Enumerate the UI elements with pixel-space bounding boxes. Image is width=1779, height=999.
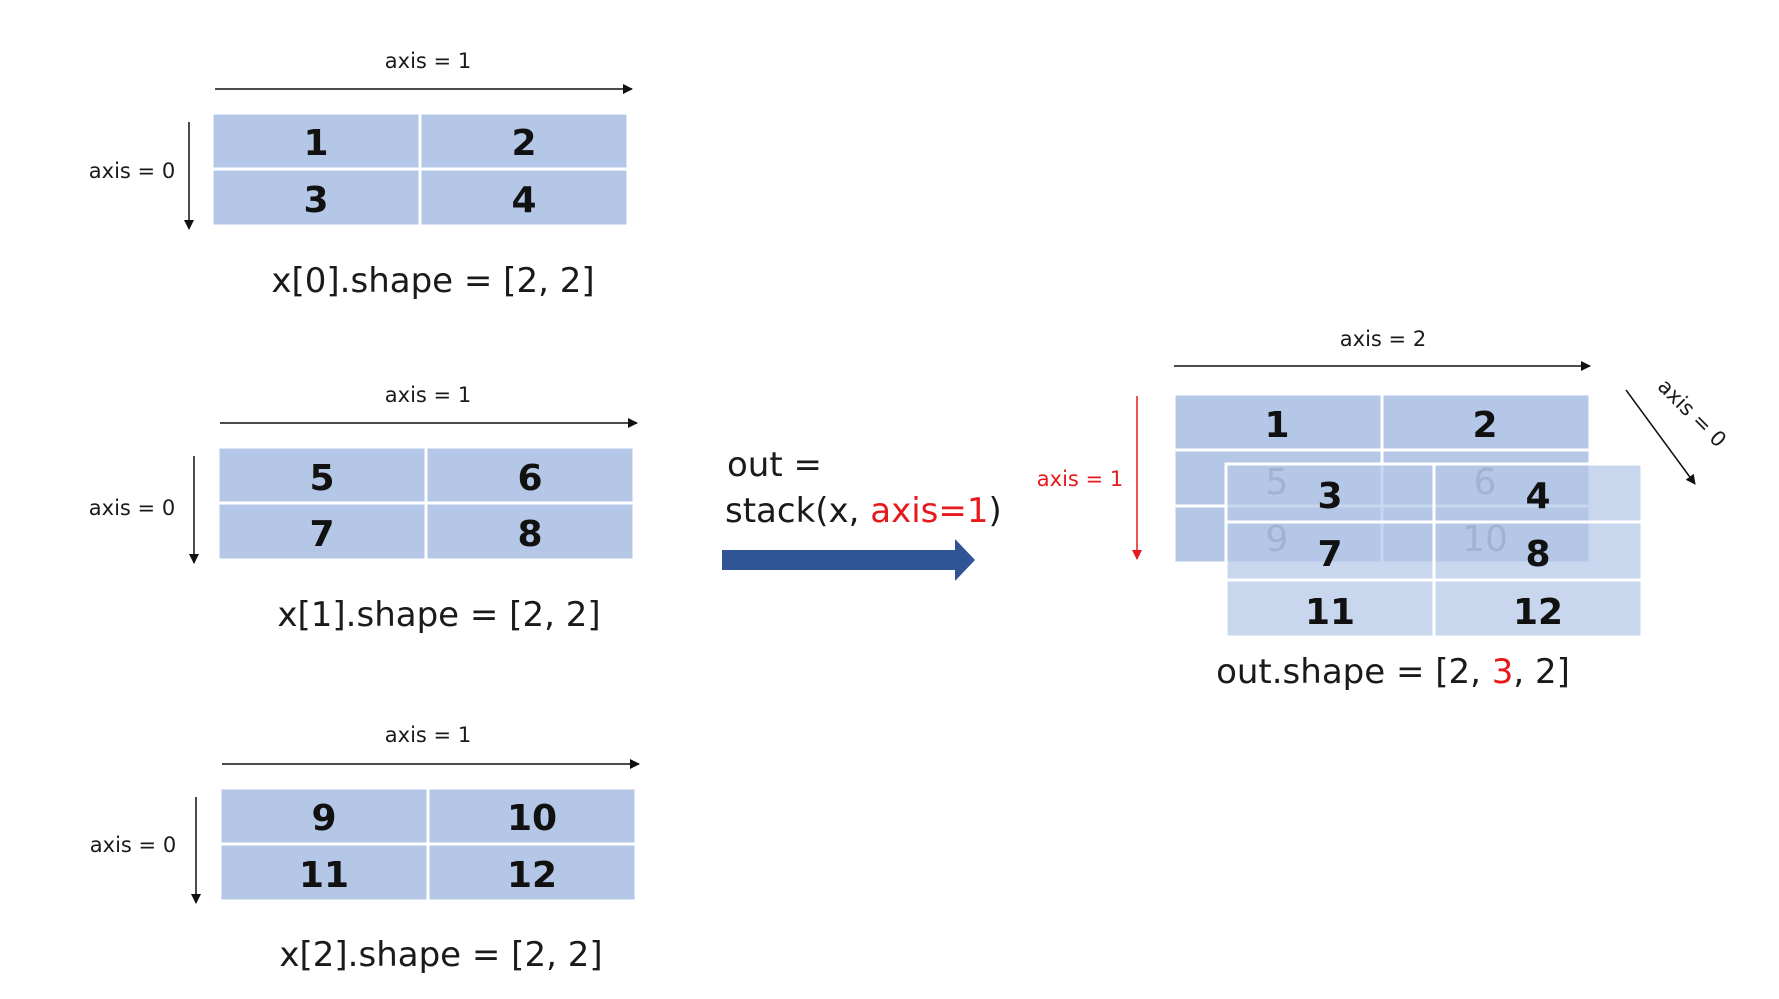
- output-shape-suffix: , 2]: [1513, 652, 1570, 692]
- operation: out = stack(x, axis=1): [722, 445, 1002, 581]
- cell-value: 6: [517, 458, 542, 499]
- axis0-arrow: [1625, 389, 1696, 485]
- cell-value: 10: [507, 798, 557, 839]
- cell-0-1-1: [418, 167, 630, 228]
- back-cell: [1380, 392, 1592, 452]
- cell-2-1-0: [218, 842, 430, 903]
- input-matrix-1: axis = 1 axis = 0 5 6 7 8 x[1].shape = […: [89, 383, 638, 635]
- shape-label-1: x[1].shape = [2, 2]: [277, 595, 600, 635]
- cell-value: 11: [299, 855, 349, 896]
- operation-suffix: ): [989, 491, 1002, 531]
- cell-value: 1: [303, 123, 328, 164]
- front-cell-value: 4: [1525, 476, 1550, 517]
- cell-value: 7: [309, 514, 334, 555]
- output-front-layer: 3 4 7 8 11 12: [1224, 462, 1644, 639]
- operation-line-2: stack(x, axis=1): [725, 491, 1002, 531]
- operation-prefix: stack(x,: [725, 491, 870, 531]
- output-shape-prefix: out.shape = [2,: [1216, 652, 1492, 692]
- input-matrix-2: axis = 1 axis = 0 9 10 11 12 x[2].shape …: [90, 723, 640, 975]
- cell-value: 3: [303, 180, 328, 221]
- output-shape-label: out.shape = [2, 3, 2]: [1216, 652, 1570, 692]
- output-shape-highlight: 3: [1492, 652, 1514, 692]
- output-tensor: axis = 2 axis = 1 axis = 0 1 2 5 6 9 10: [1037, 327, 1731, 692]
- cell-value: 2: [511, 123, 536, 164]
- back-cell: [1172, 392, 1384, 452]
- back-cell-value: 1: [1264, 405, 1289, 446]
- front-cell-value: 3: [1317, 476, 1342, 517]
- axis1-label: axis = 1: [1037, 467, 1123, 491]
- cell-0-0-1: [418, 111, 630, 171]
- col-axis-label-0: axis = 1: [385, 49, 471, 73]
- cell-value: 9: [311, 798, 336, 839]
- front-cell-value: 11: [1305, 592, 1355, 633]
- input-matrix-0: axis = 1 axis = 0 1 2 3 4 x[0].shape = […: [89, 49, 633, 301]
- cell-value: 5: [309, 458, 334, 499]
- front-cell: [1432, 578, 1644, 639]
- front-cell: [1224, 578, 1436, 639]
- front-cell: [1224, 520, 1436, 582]
- cell-2-1-1: [426, 842, 638, 903]
- right-arrow-icon: [722, 539, 975, 581]
- cell-value: 4: [511, 180, 536, 221]
- back-cell-value: 2: [1472, 405, 1497, 446]
- shape-label-2: x[2].shape = [2, 2]: [279, 935, 602, 975]
- operation-axis-highlight: axis=1: [870, 491, 988, 531]
- cell-value: 8: [517, 514, 542, 555]
- axis2-label: axis = 2: [1340, 327, 1426, 351]
- front-cell-value: 8: [1525, 534, 1550, 575]
- row-axis-label-0: axis = 0: [89, 159, 175, 183]
- axis0-label: axis = 0: [1653, 374, 1731, 452]
- col-axis-label-1: axis = 1: [385, 383, 471, 407]
- cell-2-0-1: [426, 786, 638, 846]
- cell-0-1-0: [210, 167, 422, 228]
- col-axis-label-2: axis = 1: [385, 723, 471, 747]
- shape-label-0: x[0].shape = [2, 2]: [271, 261, 594, 301]
- cell-value: 12: [507, 855, 557, 896]
- row-axis-label-2: axis = 0: [90, 833, 176, 857]
- row-axis-label-1: axis = 0: [89, 496, 175, 520]
- front-cell: [1432, 520, 1644, 582]
- cell-1-1-1: [424, 501, 636, 562]
- front-cell-value: 12: [1513, 592, 1563, 633]
- cell-1-0-1: [424, 445, 636, 505]
- front-cell-value: 7: [1317, 534, 1342, 575]
- operation-line-1: out =: [727, 445, 822, 485]
